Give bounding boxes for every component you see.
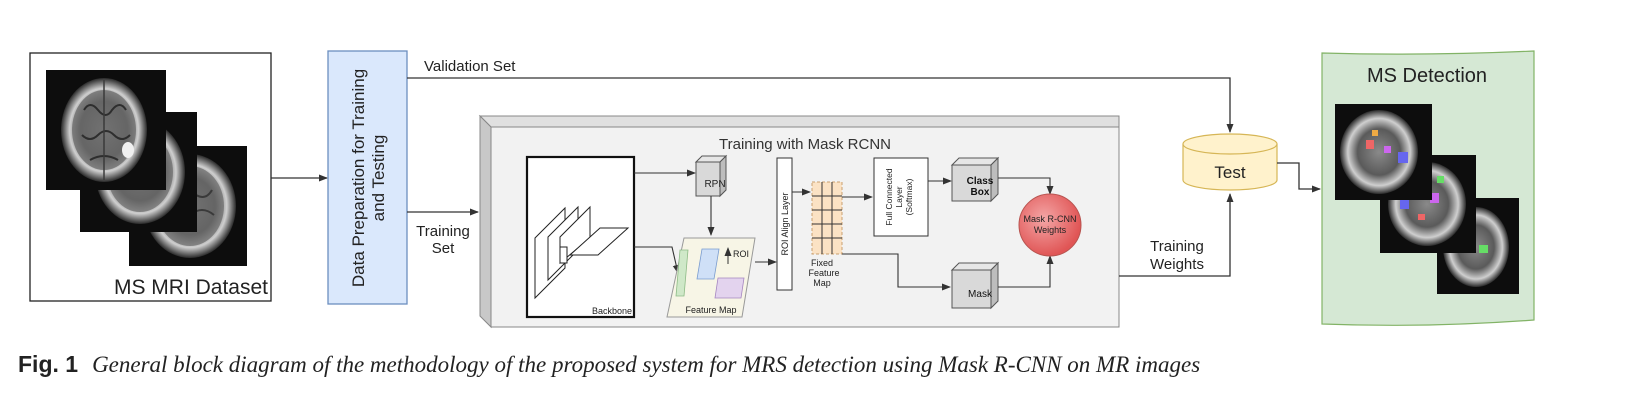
detection-title: MS Detection	[1367, 65, 1487, 87]
mask-label: Mask	[968, 289, 993, 300]
mri-dataset-block: MS MRI Dataset	[29, 52, 272, 302]
feature-map-label: Feature Map	[685, 305, 736, 315]
arrow-fixedmap-to-mask	[842, 253, 951, 291]
backbone-label: Backbone	[592, 306, 632, 316]
mri-slice-1	[46, 70, 166, 190]
mask-rcnn-weights-node: Mask R-CNN Weights	[1018, 193, 1082, 257]
roi-align-block: ROI Align Layer	[776, 157, 793, 291]
training-panel: Training with Mask RCNN Backbone RPN	[478, 114, 1120, 329]
arrow-backbone-to-featuremap	[634, 246, 680, 274]
validation-label: Validation Set	[424, 58, 516, 75]
training-weights-line2: Weights	[1150, 256, 1204, 273]
training-weights-line1: Training	[1150, 238, 1204, 255]
fixed-map-line1: Fixed	[811, 258, 833, 268]
class-box-block: Class Box	[950, 156, 1000, 203]
dataset-label: MS MRI Dataset	[114, 276, 268, 299]
fc-line2: Layer	[894, 186, 904, 207]
figure-caption: Fig. 1 General block diagram of the metho…	[18, 351, 1200, 378]
class-box-line1: Class	[967, 176, 994, 187]
rpn-block: RPN	[694, 154, 728, 198]
ms-detection-block: MS Detection	[1321, 50, 1535, 326]
fc-line3: (Softmax)	[904, 178, 914, 215]
arrow-test-to-detection	[1277, 162, 1321, 193]
fixed-feature-map-block: Fixed Feature Map	[808, 181, 843, 288]
test-label: Test	[1214, 163, 1245, 182]
weights-line2: Weights	[1034, 225, 1067, 235]
arrow-mask-to-weights	[998, 255, 1054, 288]
arrow-classbox-to-weights	[998, 177, 1054, 195]
caption-text: General block diagram of the methodology…	[92, 352, 1201, 377]
roi-align-label: ROI Align Layer	[780, 192, 790, 255]
backbone-block: Backbone	[525, 155, 636, 319]
arrow-training-weights	[1119, 193, 1234, 277]
data-preparation-block: Data Preparation for Training and Testin…	[327, 50, 408, 305]
training-title: Training with Mask RCNN	[719, 136, 891, 153]
fc-layer-block: Full Connected Layer (Softmax)	[873, 157, 929, 237]
arrow-validation	[407, 77, 1234, 133]
caption-fig-label: Fig. 1	[18, 351, 79, 377]
rpn-label: RPN	[704, 179, 725, 190]
fixed-map-line3: Map	[813, 278, 831, 288]
training-set-line2: Set	[432, 240, 455, 257]
roi-label: ROI	[733, 249, 749, 259]
prep-label-line2: and Testing	[369, 135, 388, 222]
mask-block: Mask	[950, 261, 1000, 310]
test-node: Test	[1182, 133, 1278, 191]
class-box-line2: Box	[971, 187, 990, 198]
training-set-line1: Training	[416, 223, 470, 240]
detection-slice-1	[1335, 104, 1432, 200]
prep-label-line1: Data Preparation for Training	[349, 69, 368, 287]
weights-line1: Mask R-CNN	[1024, 214, 1077, 224]
feature-map-block: ROI Feature Map	[666, 237, 756, 318]
fixed-map-line2: Feature	[808, 268, 839, 278]
fc-line1: Full Connected	[884, 168, 894, 225]
